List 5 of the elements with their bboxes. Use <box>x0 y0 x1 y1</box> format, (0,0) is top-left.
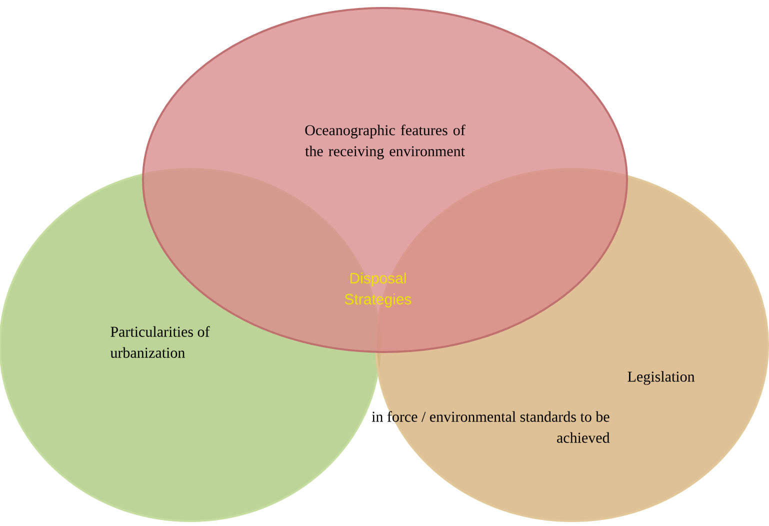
venn-label: Particularities of urbanization <box>110 326 210 358</box>
center-label: Disposal Strategies <box>344 272 412 308</box>
venn-label: Oceanographic features of the receiving environment <box>305 124 466 160</box>
venn-label: Legislation <box>628 371 695 385</box>
venn-label: in force / environmental standards to be achieved <box>372 411 610 443</box>
